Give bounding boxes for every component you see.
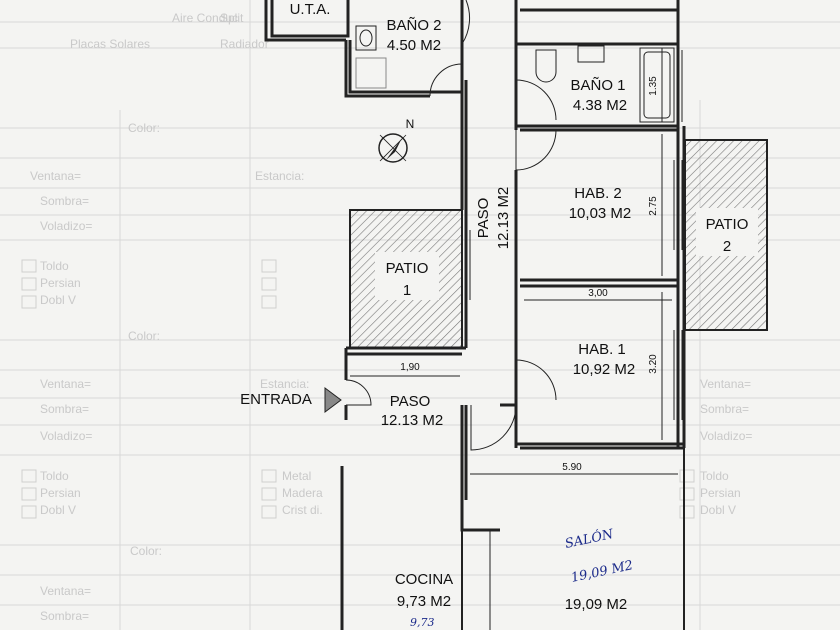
paso-entrada-area: 12.13 M2 — [381, 412, 444, 429]
bano2-area: 4.50 M2 — [387, 37, 441, 54]
bg-persian-2: Persian — [40, 486, 81, 500]
bano2-label: BAÑO 2 — [386, 17, 441, 34]
entrada-arrow-icon — [324, 387, 342, 413]
bg-ventana-2: Ventana= — [40, 377, 91, 391]
bg-sombra-4: Sombra= — [40, 609, 89, 623]
bg-estancia-2: Estancia: — [260, 377, 309, 391]
hab1-label: HAB. 1 — [578, 341, 626, 358]
patio-1: PATIO 1 — [349, 209, 463, 349]
bg-dobl-2: Dobl V — [40, 503, 76, 517]
cocina-area: 9,73 M2 — [397, 593, 451, 610]
patio-1-label: PATIO — [386, 260, 429, 277]
dimension-lines — [350, 48, 678, 475]
bg-ventana-3: Ventana= — [700, 377, 751, 391]
bg-toldo-2: Toldo — [40, 469, 69, 483]
bg-persian-3: Persian — [700, 486, 741, 500]
bg-voladizo-2: Voladizo= — [40, 429, 92, 443]
hab2-label: HAB. 2 — [574, 185, 622, 202]
bg-madera: Madera — [282, 486, 323, 500]
walls — [264, 0, 686, 630]
handwritten-salon: SALÓN — [563, 525, 615, 552]
bano1-label: BAÑO 1 — [570, 77, 625, 94]
bano1-area: 4.38 M2 — [573, 97, 627, 114]
bg-voladizo-1: Voladizo= — [40, 219, 92, 233]
bg-split: Split — [220, 11, 244, 25]
handwritten-cocina-note: 9,73 — [410, 616, 435, 629]
bg-metal: Metal — [282, 469, 311, 483]
patio-2-label: PATIO — [706, 216, 749, 233]
uta-label: U.T.A. — [290, 1, 331, 18]
dim-hab2-height: 2.75 — [648, 196, 659, 216]
bg-toldo-3: Toldo — [700, 469, 729, 483]
bg-dobl-1: Dobl V — [40, 293, 76, 307]
bg-crist: Crist di. — [282, 503, 323, 517]
bg-sombra-1: Sombra= — [40, 194, 89, 208]
patio-2-number: 2 — [723, 238, 731, 255]
dim-salon-width: 5.90 — [562, 462, 582, 473]
bg-color-3: Color: — [130, 544, 162, 558]
patio-1-number: 1 — [403, 282, 411, 299]
bg-persian-1: Persian — [40, 276, 81, 290]
salon-area: 19,09 M2 — [565, 596, 628, 613]
bg-ventana-1: Ventana= — [30, 169, 81, 183]
patio-2: PATIO 2 — [684, 139, 768, 331]
north-label: N — [406, 117, 415, 131]
bg-estancia-1: Estancia: — [255, 169, 304, 183]
bg-placas: Placas Solares — [70, 37, 150, 51]
dim-entrada-width: 1,90 — [400, 362, 420, 373]
bg-dobl-3: Dobl V — [700, 503, 736, 517]
entrada-label: ENTRADA — [240, 391, 312, 408]
paso-vertical-label: PASO — [475, 198, 492, 239]
bg-voladizo-3: Voladizo= — [700, 429, 752, 443]
paso-entrada-label: PASO — [390, 393, 431, 410]
bathroom-fixtures — [355, 25, 675, 123]
handwritten-salon-area: 19,09 M2 — [570, 558, 635, 586]
paso-vertical-area: 12.13 M2 — [495, 187, 512, 250]
hab2-area: 10,03 M2 — [569, 205, 632, 222]
bg-aire: Aire Conduc — [172, 11, 238, 25]
dim-hab1-width: 3,00 — [588, 288, 608, 299]
bg-toldo-1: Toldo — [40, 259, 69, 273]
bg-sombra-3: Sombra= — [700, 402, 749, 416]
north-compass-icon: N — [378, 117, 415, 163]
cocina-label: COCINA — [395, 571, 453, 588]
bg-color-2: Color: — [128, 329, 160, 343]
dim-hab1-height: 3.20 — [648, 354, 659, 374]
doors — [345, 0, 557, 451]
dim-bano1-height: 1.35 — [648, 76, 659, 96]
bg-ventana-4: Ventana= — [40, 584, 91, 598]
hab1-area: 10,92 M2 — [573, 361, 636, 378]
bg-sombra-2: Sombra= — [40, 402, 89, 416]
bg-color-1: Color: — [128, 121, 160, 135]
bg-radiador: Radiador — [220, 37, 269, 51]
